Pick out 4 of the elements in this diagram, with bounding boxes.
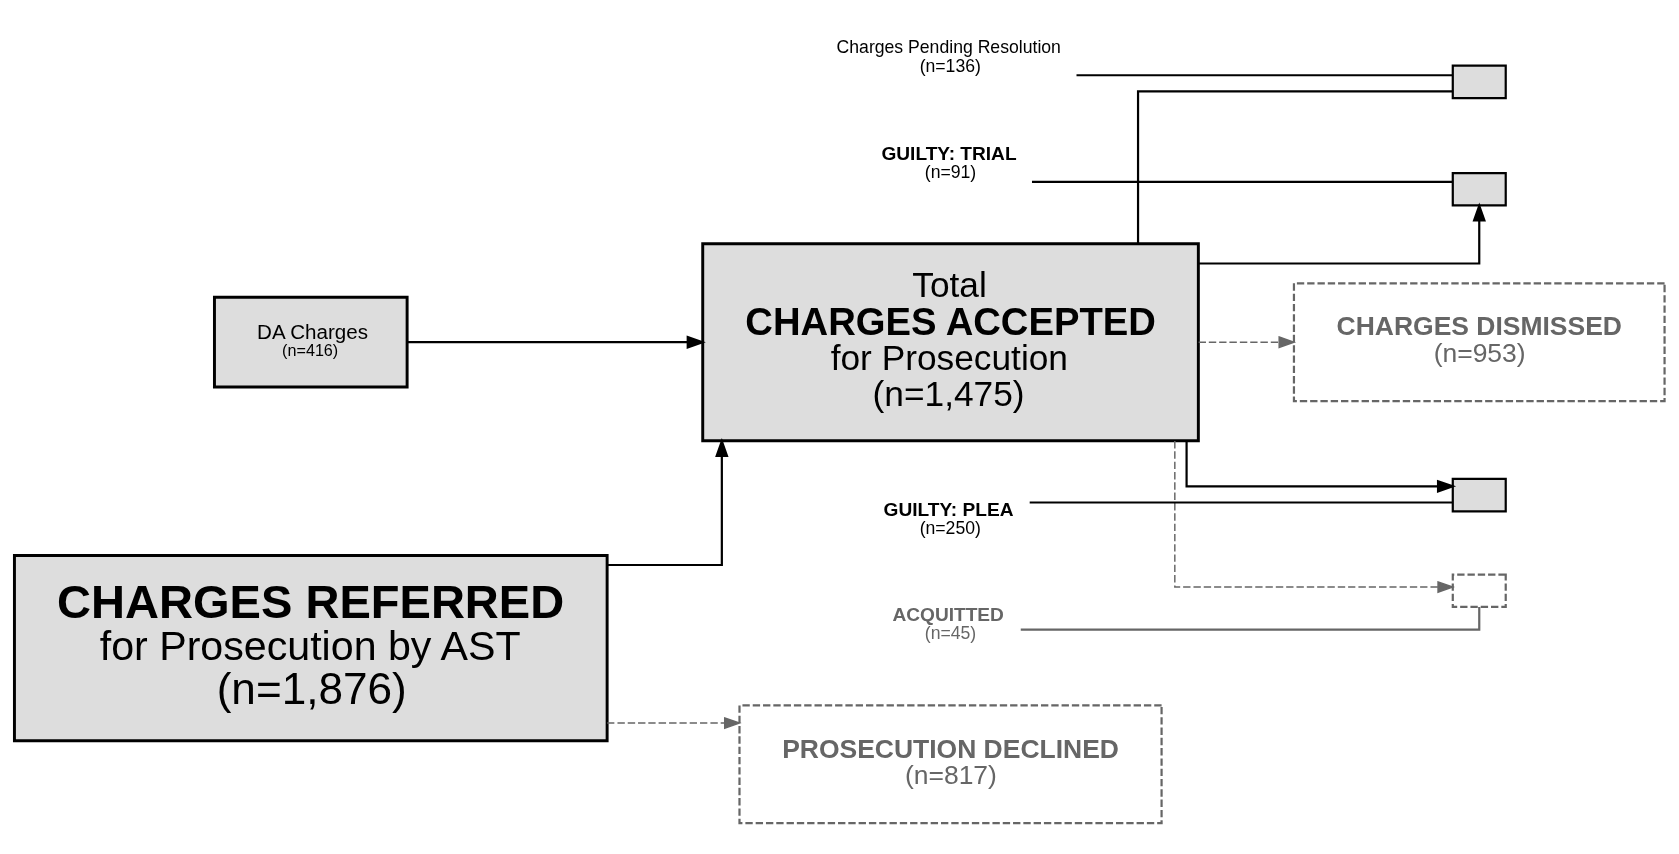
node-text: GUILTY: TRIAL (n=91) (881, 142, 1017, 182)
node-text: ACQUITTED (n=45) (892, 603, 1004, 643)
node-text: GUILTY: PLEA (n=250) (883, 498, 1014, 538)
node-text: Charges Pending Resolution (n=136) (836, 36, 1061, 76)
